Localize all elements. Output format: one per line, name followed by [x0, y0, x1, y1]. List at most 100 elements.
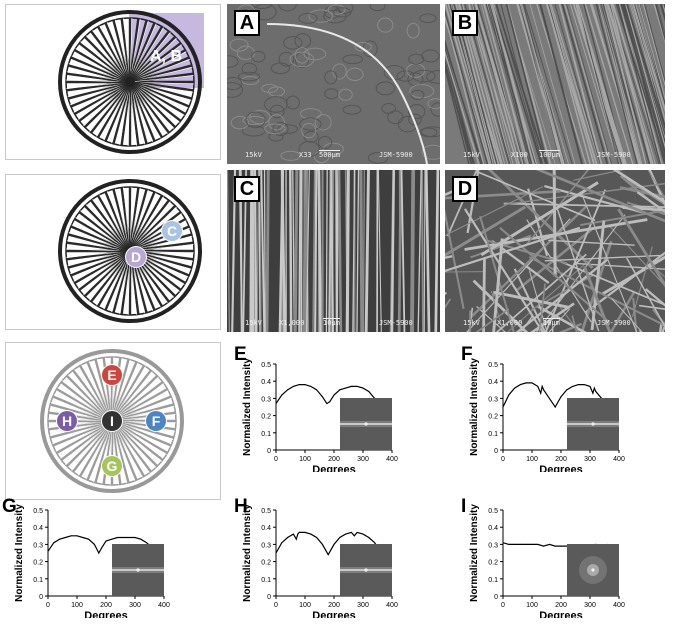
sem-d-instrument: JSM-5900: [597, 319, 631, 327]
y-tick-label: 0.4: [261, 379, 271, 386]
sem-a-scalebar: 15kV X33 500μm JSM-5900: [227, 147, 440, 159]
chart-f-panel-label: F: [461, 344, 473, 365]
sem-panel-c: C 15kV X1,000 10μm JSM-5900: [227, 170, 440, 332]
data-point: [93, 543, 95, 545]
data-point: [531, 543, 533, 545]
panel-c-letter: C: [234, 176, 260, 202]
wheel-diagram-2: D C: [5, 174, 221, 330]
data-point: [519, 384, 521, 386]
data-point: [128, 537, 130, 539]
data-point: [329, 401, 331, 403]
x-tick-label: 300: [129, 602, 141, 609]
marker-f: [146, 411, 166, 431]
marker-h-label: H: [62, 413, 72, 429]
y-tick-label: 0.1: [261, 577, 271, 584]
data-point: [321, 396, 323, 398]
x-tick-label: 300: [584, 456, 596, 463]
sem-a-instrument: JSM-5900: [379, 151, 413, 159]
y-axis-label: Normalized Intensity: [469, 358, 480, 456]
data-point: [82, 537, 84, 539]
sem-c-mag: X1,000: [279, 319, 305, 327]
data-point: [316, 389, 318, 391]
data-point: [589, 385, 591, 387]
sem-a-mag: X33: [299, 151, 312, 159]
data-point: [525, 543, 527, 545]
x-tick-label: 200: [555, 602, 567, 609]
data-point: [287, 537, 289, 539]
x-tick-label: 0: [46, 602, 50, 609]
fft-inset: [112, 544, 164, 596]
wheel-1-svg: A, B: [58, 10, 204, 154]
fft-inset: [340, 398, 392, 450]
panel-a-letter: A: [234, 10, 260, 36]
y-tick-label: 0.1: [488, 431, 498, 438]
y-tick-label: 0.3: [261, 396, 271, 403]
data-point: [543, 545, 545, 547]
y-tick-label: 0.3: [261, 542, 271, 549]
x-tick-label: 300: [357, 456, 369, 463]
data-point: [548, 543, 550, 545]
chart-g-panel-label: G: [2, 496, 17, 517]
data-point: [543, 389, 545, 391]
data-point: [593, 387, 595, 389]
x-tick-label: 300: [584, 602, 596, 609]
y-tick-label: 0.2: [488, 560, 498, 567]
panel-d-letter: D: [452, 176, 478, 202]
y-axis-label: Normalized Intensity: [14, 504, 25, 602]
sem-a-scale: 500μm: [319, 150, 341, 159]
y-tick-label: 0.4: [33, 525, 43, 532]
marker-g: [102, 456, 122, 476]
x-tick-label: 400: [386, 456, 398, 463]
series-line: [275, 531, 381, 556]
y-tick-label: 0.3: [488, 542, 498, 549]
chart-h-panel-label: H: [234, 496, 248, 517]
y-tick-label: 0.3: [33, 542, 43, 549]
y-tick-label: 0: [267, 448, 271, 455]
data-point: [540, 392, 542, 394]
sem-d-texture: [445, 170, 665, 332]
marker-d-label: D: [131, 249, 141, 265]
x-axis-label: Degrees: [312, 610, 355, 618]
data-point: [554, 406, 556, 408]
y-tick-label: 0.1: [488, 577, 498, 584]
x-axis-label: Degrees: [84, 610, 127, 618]
data-point: [537, 543, 539, 545]
sem-panel-b: B 15kV X100 100μm JSM-5900: [445, 4, 665, 164]
data-point: [140, 538, 142, 540]
data-point: [333, 394, 335, 396]
data-point: [339, 537, 341, 539]
data-point: [146, 542, 148, 544]
data-point: [362, 533, 364, 535]
data-point: [592, 392, 594, 394]
chart-e-panel-label: E: [234, 344, 247, 365]
x-tick-label: 100: [526, 456, 538, 463]
data-point: [350, 385, 352, 387]
y-axis-label: Normalized Intensity: [469, 504, 480, 602]
data-point: [76, 535, 78, 537]
marker-i: [102, 411, 122, 431]
x-tick-label: 100: [526, 602, 538, 609]
y-tick-label: 0: [494, 448, 498, 455]
data-point: [310, 533, 312, 535]
data-point: [514, 387, 516, 389]
y-axis-label: Normalized Intensity: [242, 504, 253, 602]
data-point: [577, 384, 579, 386]
data-point: [292, 533, 294, 535]
data-point: [297, 533, 299, 535]
data-point: [554, 545, 556, 547]
sem-b-scalebar: 15kV X100 100μm JSM-5900: [445, 147, 665, 159]
sem-c-scale: 10μm: [323, 318, 340, 327]
data-point: [350, 531, 352, 533]
sem-b-mag: X100: [511, 151, 528, 159]
data-point: [502, 542, 504, 544]
data-point: [368, 537, 370, 539]
sem-b-instrument: JSM-5900: [597, 151, 631, 159]
wheel-diagram-1: A, B: [5, 4, 221, 160]
data-point: [88, 538, 90, 540]
